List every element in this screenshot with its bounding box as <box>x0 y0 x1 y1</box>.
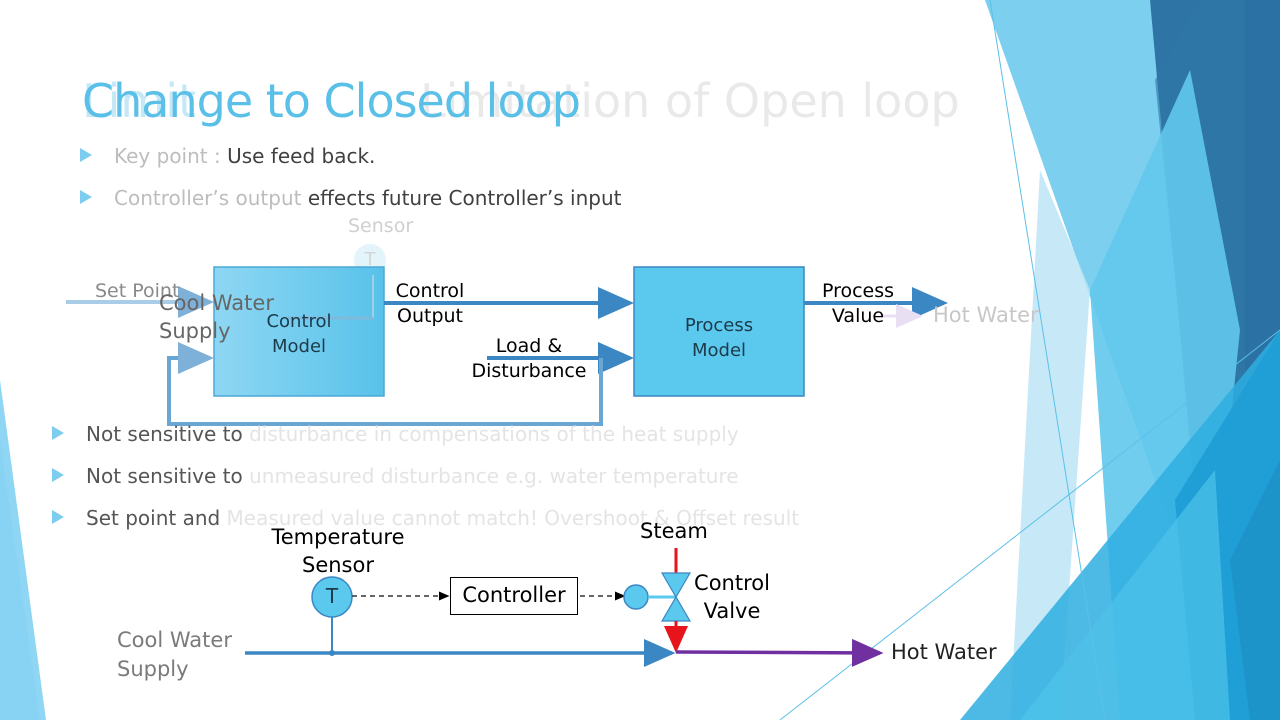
feedback-loop-line <box>167 342 603 426</box>
bullet-arrow-icon <box>52 510 64 524</box>
bullet-key-point: Key point : Use feed back. <box>80 144 375 168</box>
process-value-label: Process Value <box>821 280 895 327</box>
ghost-hot-water-label: Hot Water <box>933 303 1039 327</box>
steam-label: Steam <box>640 519 708 543</box>
bullet-set-point: Set point and Measured value cannot matc… <box>52 506 799 530</box>
bullet-unmeasured: Not sensitive to unmeasured disturbance … <box>52 464 739 488</box>
control-model-label: Control Model <box>266 311 332 357</box>
cool-water-label: Cool Water Supply <box>117 628 232 681</box>
controller-box: Controller <box>450 577 578 615</box>
temperature-sensor-label: Temperature Sensor <box>271 525 405 577</box>
process-model-label: Process Model <box>684 315 754 361</box>
ghost-title-right: Limitation of Open loop <box>420 74 960 128</box>
control-valve-icon <box>660 572 692 599</box>
sensor-letter: T <box>325 584 339 608</box>
decor-line-1 <box>989 0 1106 720</box>
process-model-block <box>633 266 805 397</box>
ghost-sensor-label: Sensor <box>348 215 414 237</box>
control-model-block <box>213 266 385 397</box>
slide-title: Change to Closed loop <box>82 74 581 128</box>
control-valve-label: Control Valve <box>694 571 770 623</box>
bullet-disturbance: Not sensitive to disturbance in compensa… <box>52 422 739 446</box>
temperature-sensor-circle <box>311 576 353 618</box>
valve-actuator <box>623 584 649 610</box>
bullet-arrow-icon <box>80 148 92 162</box>
bullet-arrow-icon <box>52 426 64 440</box>
control-output-label: Control Output <box>395 280 465 327</box>
title-overlap: Limit <box>82 74 197 128</box>
bullet-arrow-icon <box>52 468 64 482</box>
load-disturbance-label: Load & Disturbance <box>471 335 587 382</box>
bullet-arrow-icon <box>80 190 92 204</box>
ghost-cool-water-label: Cool Water Supply <box>159 291 274 343</box>
hot-water-label: Hot Water <box>891 640 997 664</box>
bullet-controller-output: Controller’s output effects future Contr… <box>80 186 622 210</box>
set-point-label: Set Point <box>95 280 180 302</box>
hot-water-pipe <box>675 638 884 667</box>
